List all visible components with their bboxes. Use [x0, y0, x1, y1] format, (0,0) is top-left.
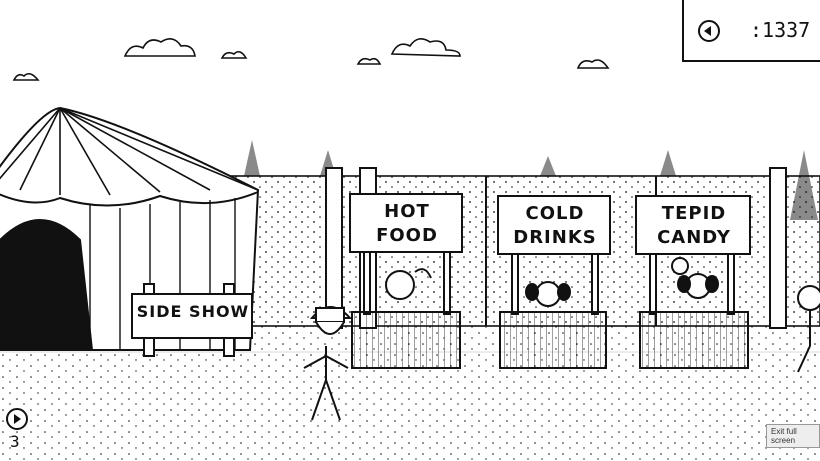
side-show-sign-board	[131, 283, 253, 357]
cold-drinks-line2: DRINKS	[513, 227, 597, 248]
hot-food-booth	[349, 193, 463, 369]
ammo-count: 3	[10, 432, 20, 451]
circus-tent	[0, 106, 260, 351]
tepid-candy-line1: TEPID	[661, 203, 727, 224]
cold-drinks-sign: COLD DRINKS	[500, 202, 610, 250]
clouds	[12, 38, 610, 81]
hot-food-line1: HOT	[384, 201, 430, 222]
tepid-candy-booth	[635, 195, 751, 369]
cold-drinks-booth	[497, 195, 611, 369]
npc-character	[797, 285, 820, 373]
player-character	[303, 306, 353, 421]
exit-fullscreen-button[interactable]: Exit full screen	[766, 424, 820, 448]
hot-food-line2: FOOD	[376, 225, 438, 246]
play-icon[interactable]	[6, 408, 28, 430]
arrow-left-icon[interactable]	[698, 20, 720, 42]
meat-count: :1337	[750, 18, 811, 42]
side-show-sign: SIDE SHOW	[136, 302, 250, 321]
hot-food-sign: HOT FOOD	[352, 200, 462, 248]
cold-drinks-line1: COLD	[525, 203, 585, 224]
tepid-candy-line2: CANDY	[657, 227, 731, 248]
meat-counter-panel	[682, 0, 820, 62]
tepid-candy-sign: TEPID CANDY	[638, 202, 750, 250]
